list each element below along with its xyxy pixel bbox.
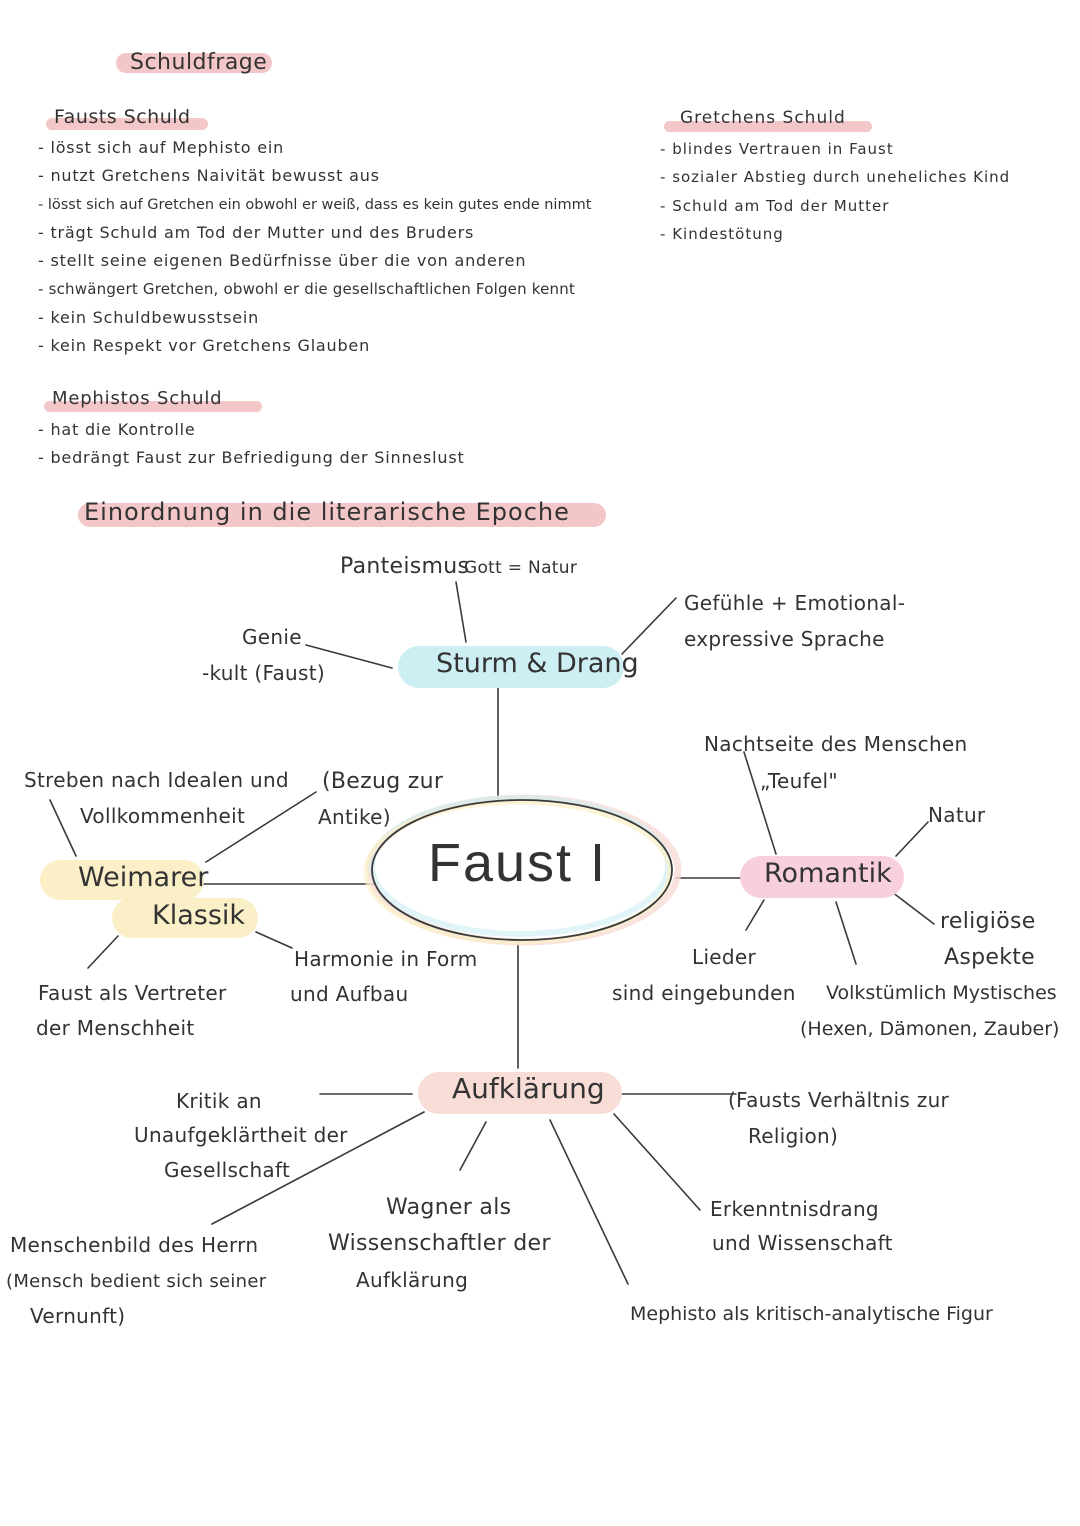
connector-line xyxy=(549,1119,629,1285)
faust-schuld-heading: Fausts Schuld xyxy=(54,106,191,128)
list-item: sozialer Abstieg durch uneheliches Kind xyxy=(660,163,1010,191)
epoche-title-highlight xyxy=(78,503,606,527)
romantik-highlight xyxy=(740,856,904,898)
connector-line xyxy=(743,751,777,855)
gretchen-schuld-list: blindes Vertrauen in Faust sozialer Abst… xyxy=(660,135,1010,248)
romantik-node: Romantik xyxy=(764,858,892,889)
mephisto-schuld-underline xyxy=(44,401,262,412)
menschheit-label: der Menschheit xyxy=(36,1016,195,1040)
menschenbild-label: Menschenbild des Herrn xyxy=(10,1233,259,1257)
connector-line xyxy=(49,799,77,857)
wissenschaftler-label: Wissenschaftler der xyxy=(328,1231,551,1256)
weimarer-node: Weimarer xyxy=(78,862,209,893)
vernunft-label: (Mensch bedient sich seiner xyxy=(6,1271,267,1292)
connector-line xyxy=(87,935,119,969)
list-item: kein Respekt vor Gretchens Glauben xyxy=(38,332,591,360)
connector-line xyxy=(745,899,765,931)
nachtseite-label: Nachtseite des Menschen xyxy=(704,732,968,756)
aspekte-label: Aspekte xyxy=(944,945,1036,970)
connector-line xyxy=(895,821,929,857)
connector-line xyxy=(211,1111,425,1225)
pantheismus-label: Panteismus xyxy=(340,554,470,579)
natur-label: Natur xyxy=(928,803,986,827)
genie-label: Genie xyxy=(242,625,302,649)
geniekult-label: -kult (Faust) xyxy=(202,661,325,685)
list-item: schwängert Gretchen, obwohl er die gesel… xyxy=(38,275,591,303)
list-item: blindes Vertrauen in Faust xyxy=(660,135,1010,163)
connector-line xyxy=(305,644,393,669)
connector-line xyxy=(621,597,677,655)
eingebunden-label: sind eingebunden xyxy=(612,981,796,1005)
list-item: lösst sich auf Mephisto ein xyxy=(38,134,591,162)
klassik-highlight xyxy=(112,898,258,938)
erkenntnisdrang-label: Erkenntnisdrang xyxy=(710,1197,879,1221)
religion-label: Religion) xyxy=(748,1124,839,1148)
gesellschaft-label: Gesellschaft xyxy=(164,1158,291,1182)
lieder-label: Lieder xyxy=(692,945,757,969)
harmonie-label: Harmonie in Form xyxy=(294,947,478,971)
center-ellipse xyxy=(371,799,673,941)
aufbau-label: und Aufbau xyxy=(290,982,409,1006)
gretchen-schuld-heading: Gretchens Schuld xyxy=(680,108,846,128)
schuldfrage-highlight xyxy=(116,53,272,73)
bezug-label: (Bezug zur xyxy=(322,769,444,794)
mephisto-schuld-list: hat die Kontrolle bedrängt Faust zur Bef… xyxy=(38,416,465,473)
connector-line xyxy=(891,891,935,925)
list-item: Schuld am Tod der Mutter xyxy=(660,192,1010,220)
teufel-label: „Teufel" xyxy=(760,769,838,793)
list-item: lösst sich auf Gretchen ein obwohl er we… xyxy=(38,191,592,219)
faust-vertreter-label: Faust als Vertreter xyxy=(38,981,227,1005)
antike-label: Antike) xyxy=(318,805,391,829)
mephisto-schuld-heading: Mephistos Schuld xyxy=(52,388,223,409)
wagner-aufklaerung-label: Aufklärung xyxy=(356,1268,469,1292)
volkstuemlich-label: Volkstümlich Mystisches xyxy=(826,982,1057,1004)
sturm-drang-highlight xyxy=(398,646,624,688)
list-item: Kindestötung xyxy=(660,220,1010,248)
faust-schuld-list: lösst sich auf Mephisto ein nutzt Gretch… xyxy=(38,134,592,360)
aufklaerung-highlight xyxy=(418,1072,622,1114)
gretchen-schuld-underline xyxy=(664,121,872,132)
religioese-label: religiöse xyxy=(940,909,1036,934)
list-item: nutzt Gretchens Naivität bewusst aus xyxy=(38,162,591,190)
center-node-faust: Faust I xyxy=(428,833,608,893)
weimarer-highlight xyxy=(40,860,204,900)
connector-line xyxy=(835,901,857,965)
list-item: stellt seine eigenen Bedürfnisse über di… xyxy=(38,247,591,275)
gott-natur-label: Gott = Natur xyxy=(464,558,578,578)
connector-line xyxy=(613,1113,701,1211)
epoche-title: Einordnung in die literarische Epoche xyxy=(84,498,570,526)
list-item: bedrängt Faust zur Befriedigung der Sinn… xyxy=(38,444,465,472)
wagner-label: Wagner als xyxy=(386,1195,512,1220)
verhaeltnis-label: (Fausts Verhältnis zur xyxy=(728,1088,950,1112)
gefuehle-label: Gefühle + Emotional- xyxy=(684,591,906,615)
list-item: trägt Schuld am Tod der Mutter und des B… xyxy=(38,219,591,247)
mephisto-figur-label: Mephisto als kritisch-analytische Figur xyxy=(630,1303,993,1325)
schuldfrage-title: Schuldfrage xyxy=(130,50,268,75)
wissenschaft-label: und Wissenschaft xyxy=(712,1231,893,1255)
list-item: kein Schuldbewusstsein xyxy=(38,304,591,332)
hexen-label: (Hexen, Dämonen, Zauber) xyxy=(800,1018,1060,1040)
vollkommenheit-label: Vollkommenheit xyxy=(80,804,246,828)
unaufgeklaertheit-label: Unaufgeklärtheit der xyxy=(134,1123,348,1147)
kritik-label: Kritik an xyxy=(176,1089,262,1113)
connector-line xyxy=(459,1121,487,1171)
faust-schuld-underline xyxy=(46,118,208,130)
connector-line xyxy=(205,791,317,863)
list-item: hat die Kontrolle xyxy=(38,416,465,444)
connector-line xyxy=(255,931,293,949)
klassik-node: Klassik xyxy=(152,900,246,931)
streben-label: Streben nach Idealen und xyxy=(24,768,289,792)
sturm-drang-node: Sturm & Drang xyxy=(436,648,639,679)
expressive-sprache-label: expressive Sprache xyxy=(684,627,885,651)
connector-line xyxy=(455,581,467,643)
vernunft-end-label: Vernunft) xyxy=(30,1304,126,1328)
aufklaerung-node: Aufklärung xyxy=(452,1072,605,1105)
